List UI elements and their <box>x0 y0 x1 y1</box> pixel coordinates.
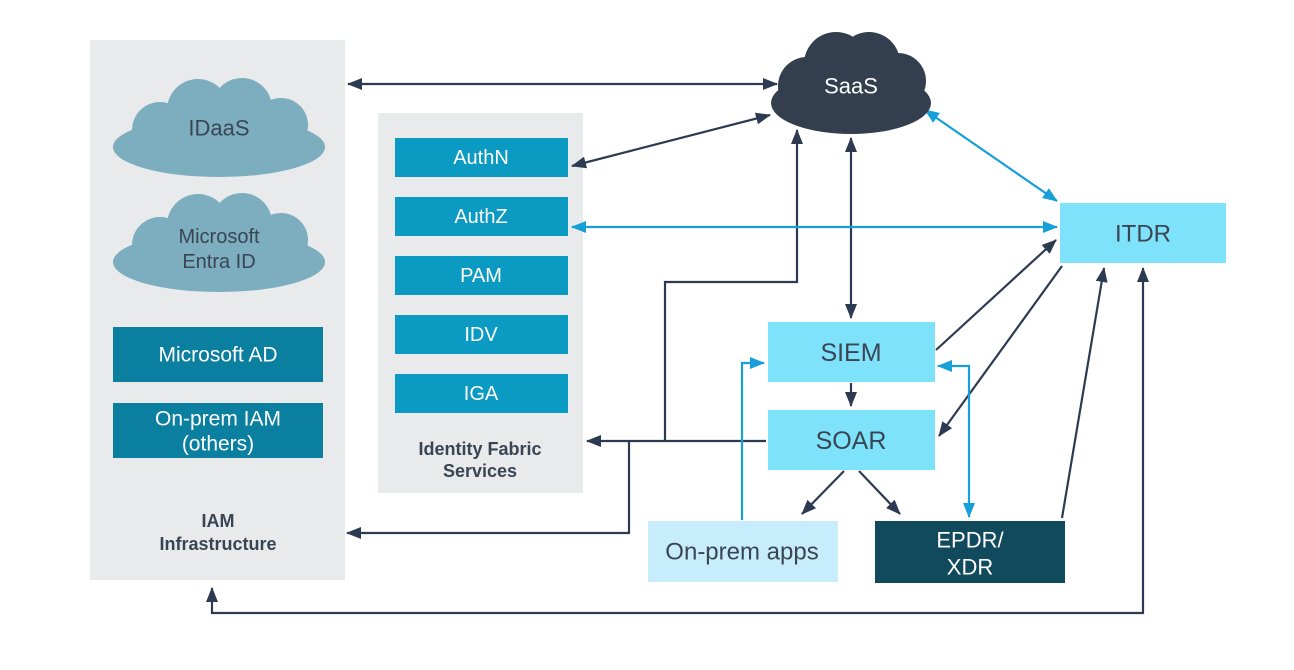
fabric-panel-label-line2: Services <box>443 461 517 481</box>
iga-box <box>395 374 568 413</box>
arrow-authn-saas <box>571 112 771 169</box>
epdr-label-line2: XDR <box>947 555 993 580</box>
iga-label: IGA <box>464 383 499 405</box>
siem-label: SIEM <box>820 339 881 367</box>
epdr-xdr-box <box>875 521 1065 583</box>
microsoft-ad-box <box>113 327 323 382</box>
iam-panel-label-line2: Infrastructure <box>159 534 276 554</box>
onprem-iam-label-line2: (others) <box>182 433 254 456</box>
saas-label: SaaS <box>824 74 878 99</box>
siem-box <box>768 322 935 382</box>
fabric-panel-label-line1: Identity Fabric <box>418 439 541 459</box>
cloud-blob <box>870 53 926 109</box>
entra-label-line2: Entra ID <box>182 251 255 273</box>
dark-connectors <box>206 78 1149 615</box>
cloud-blob <box>254 98 308 152</box>
arrow-saas-itdr <box>924 109 1058 202</box>
idv-box <box>395 315 568 354</box>
arrow-soar-to-saas <box>663 129 803 441</box>
authn-label: AuthN <box>453 147 509 169</box>
soar-label: SOAR <box>816 427 887 455</box>
idaas-label: IDaaS <box>188 116 249 141</box>
pam-box <box>395 256 568 295</box>
itdr-box <box>1060 203 1226 263</box>
arrow-soar-to-onprem-apps <box>801 470 845 515</box>
onprem-iam-box <box>113 403 323 458</box>
saas-cloud <box>771 32 931 134</box>
authn-box <box>395 138 568 177</box>
entra-cloud <box>113 193 325 292</box>
arrow-epdr-to-itdr <box>1060 267 1108 519</box>
cloud-blob <box>167 194 229 256</box>
authz-box <box>395 197 568 236</box>
itdr-label: ITDR <box>1115 221 1171 248</box>
iam-panel-label-line1: IAM <box>202 511 235 531</box>
onprem-apps-box <box>648 521 838 582</box>
epdr-label-line1: EPDR/ <box>936 528 1004 553</box>
entra-label-line1: Microsoft <box>178 226 260 248</box>
arrow-soar-to-epdr <box>858 470 901 515</box>
arrow-siem-to-itdr <box>935 239 1057 351</box>
soar-box <box>768 410 935 470</box>
arrow-onprem-apps-to-siem <box>740 357 765 520</box>
pam-label: PAM <box>460 265 502 287</box>
idv-label: IDV <box>464 324 498 346</box>
microsoft-ad-label: Microsoft AD <box>158 344 277 367</box>
idaas-cloud <box>113 78 325 177</box>
cyan-connectors <box>571 109 1058 520</box>
onprem-iam-label-line1: On-prem IAM <box>155 408 281 431</box>
arrow-itdr-iam-loop <box>206 267 1149 615</box>
cloud-blob <box>254 213 308 267</box>
authz-label: AuthZ <box>454 206 507 228</box>
onprem-apps-label: On-prem apps <box>665 539 818 566</box>
cloud-blob <box>167 79 229 141</box>
arrow-siem-epdr <box>937 360 975 518</box>
